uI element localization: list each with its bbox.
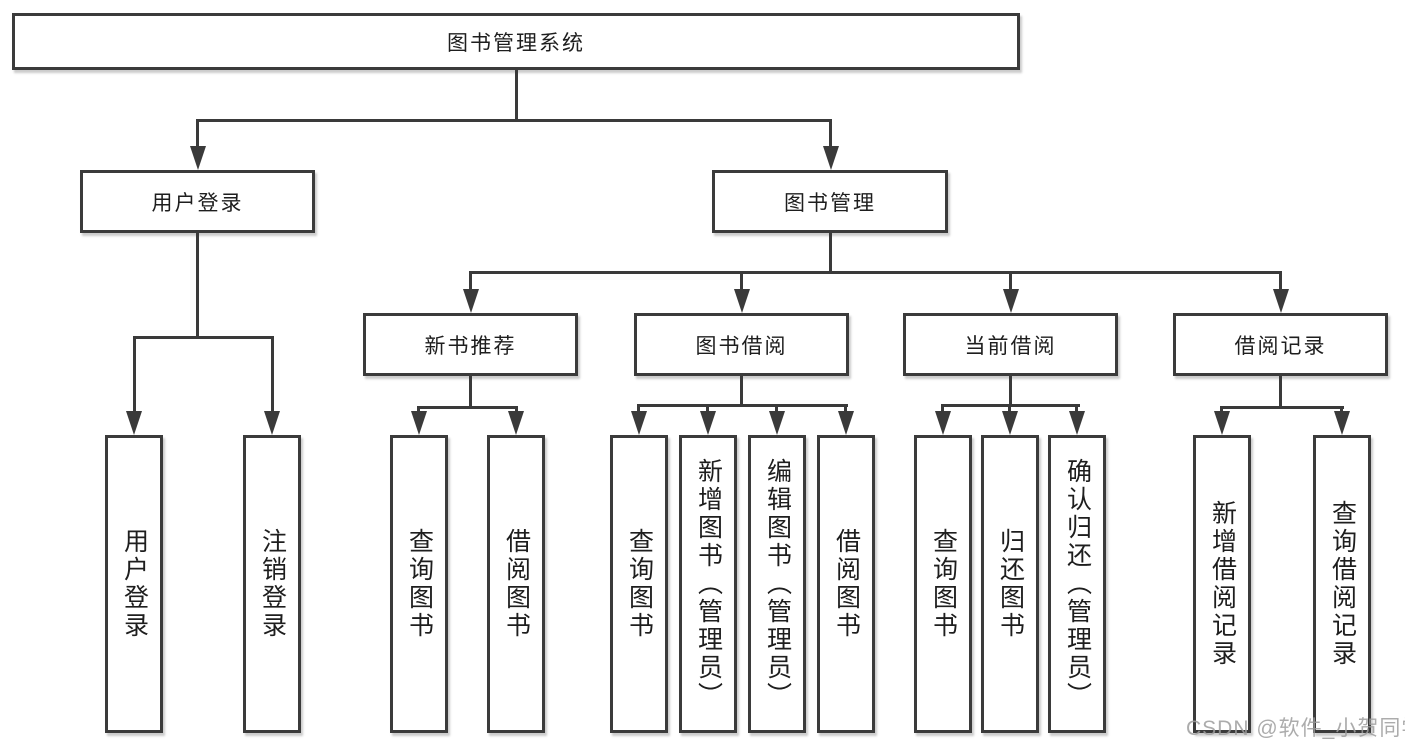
arrowhead-new-books (463, 289, 479, 313)
leaf-borrow-book-label: 借阅图书 (832, 528, 861, 640)
node-book-management-label: 图书管理 (784, 191, 876, 215)
arrowhead-leaf-logout (264, 411, 280, 435)
arrowhead-confirm-return (1069, 411, 1085, 435)
connector-user-login-hline (133, 336, 274, 339)
connector-level3-hline (469, 271, 1282, 274)
leaf-add-book-admin: 新增图书（管理员） (679, 435, 737, 733)
connector-borrow-records-down (1279, 376, 1282, 409)
node-book-management: 图书管理 (712, 170, 948, 233)
arrowhead-recommend-borrow (508, 411, 524, 435)
leaf-borrow-query-book-label: 查询图书 (625, 528, 654, 640)
arrowhead-borrow-query (631, 411, 647, 435)
node-user-login-label: 用户登录 (151, 191, 244, 215)
arrowhead-return-book (1002, 411, 1018, 435)
arrowhead-add-record (1214, 411, 1230, 435)
node-new-book-recommend: 新书推荐 (363, 313, 578, 376)
csdn-watermark: CSDN @软件_小贺同学 (1186, 717, 1405, 740)
leaf-edit-book-admin: 编辑图书（管理员） (748, 435, 806, 733)
leaf-current-query-book-label: 查询图书 (929, 528, 958, 640)
node-borrow-records: 借阅记录 (1173, 313, 1388, 376)
leaf-return-book-label: 归还图书 (996, 528, 1025, 640)
connector-root-stem (515, 70, 518, 122)
leaf-edit-book-admin-label: 编辑图书（管理员） (763, 458, 792, 710)
leaf-add-borrow-record: 新增借阅记录 (1193, 435, 1251, 733)
node-new-book-recommend-label: 新书推荐 (424, 334, 517, 358)
connector-stub (1008, 404, 1011, 413)
leaf-borrow-book: 借阅图书 (817, 435, 875, 733)
connector-borrow-records-stem (1279, 271, 1282, 292)
node-book-borrow-label: 图书借阅 (695, 334, 788, 358)
leaf-query-borrow-record-label: 查询借阅记录 (1328, 500, 1357, 668)
connector-borrow-records-hline (1220, 406, 1344, 409)
connector-new-books-down (469, 376, 472, 409)
leaf-recommend-borrow-book-label: 借阅图书 (502, 528, 531, 640)
connector-leaf-login-stem (133, 336, 136, 413)
connector-stub (706, 404, 709, 413)
leaf-logout-label: 注销登录 (258, 528, 287, 640)
leaf-user-login-label: 用户登录 (120, 528, 149, 640)
connector-stub (775, 404, 778, 413)
arrowhead-recommend-query (411, 411, 427, 435)
connector-book-borrow-hline (637, 404, 848, 407)
connector-book-borrow-stem (740, 271, 743, 292)
node-book-borrow: 图书借阅 (634, 313, 849, 376)
arrowhead-leaf-login (126, 411, 142, 435)
connector-stub (1220, 406, 1223, 414)
arrowhead-current-query (935, 411, 951, 435)
connector-current-borrow-stem (1009, 271, 1012, 292)
leaf-current-query-book: 查询图书 (914, 435, 972, 733)
arrowhead-user-login (190, 146, 206, 170)
leaf-query-borrow-record: 查询借阅记录 (1313, 435, 1371, 733)
connector-user-login-down (196, 233, 199, 339)
leaf-return-book: 归还图书 (981, 435, 1039, 733)
connector-stub (515, 406, 518, 414)
node-borrow-records-label: 借阅记录 (1234, 334, 1327, 358)
node-user-login: 用户登录 (80, 170, 315, 233)
connector-new-books-hline (417, 406, 518, 409)
leaf-user-login: 用户登录 (105, 435, 163, 733)
connector-stub (637, 404, 640, 413)
leaf-recommend-query-book-label: 查询图书 (405, 528, 434, 640)
connector-stub (1075, 404, 1078, 413)
arrowhead-add-book (700, 411, 716, 435)
root-node-label: 图书管理系统 (447, 31, 585, 55)
connector-leaf-logout-stem (271, 336, 274, 413)
leaf-recommend-borrow-book: 借阅图书 (487, 435, 545, 733)
arrowhead-edit-book (769, 411, 785, 435)
leaf-recommend-query-book: 查询图书 (390, 435, 448, 733)
arrowhead-current-borrow (1003, 289, 1019, 313)
arrowhead-query-record (1334, 411, 1350, 435)
connector-level2-hline (196, 119, 832, 122)
connector-book-mgmt-stem (829, 119, 832, 148)
leaf-confirm-return-admin-label: 确认归还（管理员） (1063, 458, 1092, 710)
arrowhead-borrow-records (1273, 289, 1289, 313)
leaf-confirm-return-admin: 确认归还（管理员） (1048, 435, 1106, 733)
leaf-add-book-admin-label: 新增图书（管理员） (694, 458, 723, 710)
connector-stub (417, 406, 420, 414)
connector-book-borrow-down (740, 376, 743, 407)
leaf-add-borrow-record-label: 新增借阅记录 (1208, 500, 1237, 668)
leaf-borrow-query-book: 查询图书 (610, 435, 668, 733)
connector-stub (844, 404, 847, 413)
connector-stub (1340, 406, 1343, 414)
connector-book-mgmt-down (829, 233, 832, 274)
connector-current-borrow-down (1009, 376, 1012, 407)
connector-stub (941, 404, 944, 413)
root-node-library-system: 图书管理系统 (12, 13, 1020, 70)
arrowhead-book-borrow (734, 289, 750, 313)
leaf-logout: 注销登录 (243, 435, 301, 733)
node-current-borrow-label: 当前借阅 (964, 334, 1057, 358)
connector-new-books-stem (469, 271, 472, 292)
arrowhead-book-mgmt (823, 146, 839, 170)
node-current-borrow: 当前借阅 (903, 313, 1118, 376)
arrowhead-borrow-book (838, 411, 854, 435)
connector-user-login-stem (196, 119, 199, 148)
